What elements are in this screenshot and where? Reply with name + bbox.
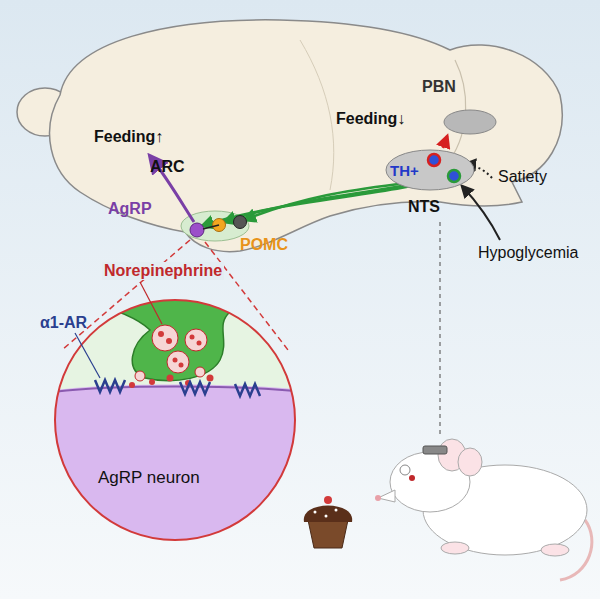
agrp-neuron-region: AgRP neuron (92, 464, 252, 494)
signal-label: Hypoglycemia (478, 244, 578, 262)
node-title: AgRP neuron (98, 468, 200, 488)
nts-region: TH+ NTS (384, 148, 476, 220)
effect-label: Feeding↑ (94, 128, 163, 146)
node-title: TH+ (390, 162, 419, 179)
pbn-region: PBN (418, 76, 498, 136)
effect-label: Feeding↓ (336, 110, 405, 128)
region-name: ARC (150, 158, 185, 176)
projection-arrow (443, 136, 447, 148)
receptor-label: α1-AR (40, 314, 87, 332)
node-text: NTS (408, 198, 440, 216)
signal-label: Satiety (498, 168, 547, 186)
transmitter-label: Norepinephrine (102, 262, 224, 280)
node-title: PBN (422, 78, 456, 96)
cell-type-label: POMC (240, 236, 288, 254)
cell-type-label: AgRP (108, 200, 152, 218)
